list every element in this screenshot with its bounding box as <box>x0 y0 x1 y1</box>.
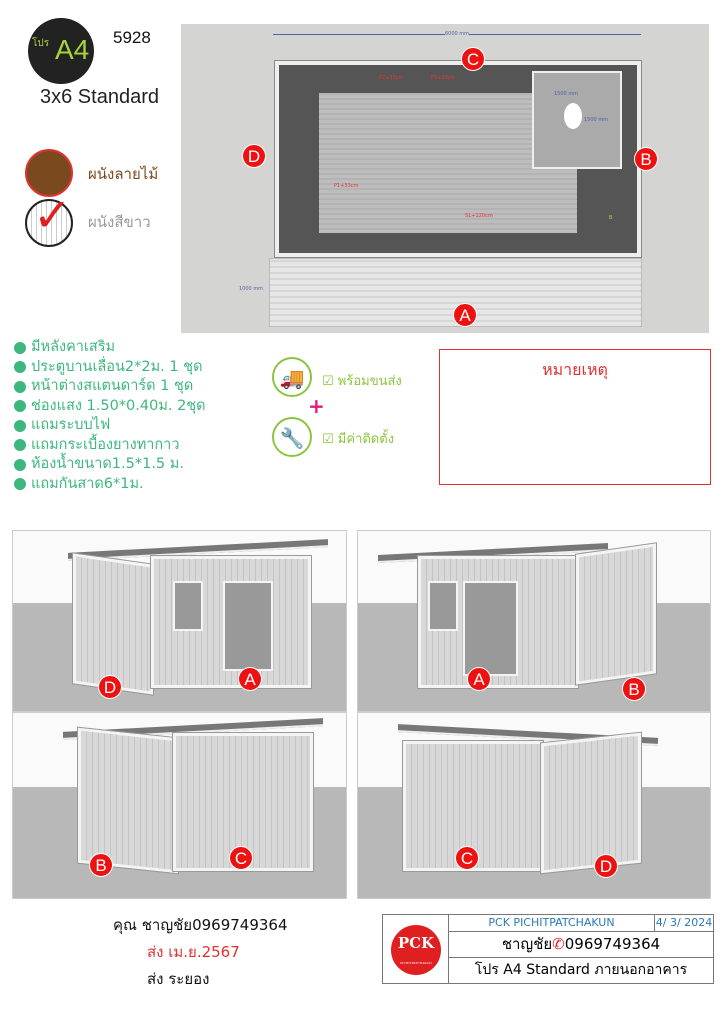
point-p2: P2+33cm <box>379 75 404 81</box>
contact-row: ชาญชัย✆0969749364 <box>449 932 713 958</box>
width-dimension: 6000 mm <box>273 31 641 41</box>
contact-phone: 0969749364 <box>564 935 661 953</box>
install-service: ☑ มีค่าติดตั้ง <box>322 432 395 447</box>
wood-wall-swatch <box>25 149 73 197</box>
delivery-label: พร้อมขนส่ง <box>337 374 402 389</box>
point-b: B <box>609 215 613 221</box>
view-marker: B <box>622 677 646 701</box>
white-wall-swatch <box>25 199 73 247</box>
plus-icon: + <box>308 394 325 418</box>
view-marker: A <box>238 667 262 691</box>
contact-name: ชาญชัย <box>501 935 553 953</box>
view-marker: B <box>89 853 113 877</box>
delivery-location: ส่ง ระยอง <box>147 970 210 988</box>
phone-icon: ✆ <box>552 935 565 953</box>
logo-subtext: PICHITPATCHAKUN <box>400 961 432 965</box>
view-front-left: D A <box>12 530 347 712</box>
company-name: PCK PICHITPATCHAKUN <box>449 915 655 931</box>
view-marker: A <box>467 667 491 691</box>
feature-item: หน้าต่างสแตนดาร์ด 1 ชุด <box>14 377 206 397</box>
promo-name: A4 <box>55 34 90 65</box>
doc-date: 4/ 3/ 2024 <box>655 916 713 929</box>
view-rear-right: C D <box>357 712 711 899</box>
point-p1: P1+33cm <box>334 183 359 189</box>
model-title: 3x6 Standard <box>40 86 159 108</box>
feature-item: ช่องแสง 1.50*0.40ม. 2ชุด <box>14 397 206 417</box>
feature-item: แถมกันสาด6*1ม. <box>14 475 206 495</box>
delivery-date: ส่ง เม.ย.2567 <box>147 943 240 961</box>
remarks-title: หมายเหตุ <box>542 360 608 379</box>
feature-item: ห้องน้ำขนาด1.5*1.5 ม. <box>14 455 206 475</box>
view-marker: C <box>229 846 253 870</box>
white-wall-label: ผนังสีขาว <box>88 213 151 231</box>
side-marker-c: C <box>461 47 485 71</box>
view-rear-left: B C <box>12 712 347 899</box>
delivery-service: ☑ พร้อมขนส่ง <box>322 374 402 389</box>
point-s1: S1+120cm <box>465 213 493 219</box>
side-marker-a: A <box>453 303 477 327</box>
point-p3: P3+33cm <box>431 75 456 81</box>
feature-item: มีหลังคาเสริม <box>14 338 206 358</box>
feature-item: แถมกระเบื้องยางทากาว <box>14 436 206 456</box>
truck-icon: 🚚 <box>272 357 312 397</box>
install-label: มีค่าติดตั้ง <box>337 432 395 447</box>
deck-dimension: 1000 mm <box>239 286 264 292</box>
view-marker: D <box>98 675 122 699</box>
room-interior: 1500 mm 1500 mm P2+33cm P3+33cm P1+33cm … <box>274 60 642 258</box>
floor-plan: 6000 mm 1500 mm 1500 mm P2+33cm P3+33cm … <box>181 24 709 333</box>
remarks-box: หมายเหตุ <box>439 349 711 485</box>
wood-wall-label: ผนังลายไม้ <box>88 165 159 183</box>
product-code: 5928 <box>113 28 151 47</box>
feature-item: แถมระบบไฟ <box>14 416 206 436</box>
feature-item: ประตูบานเลื่อน2*2ม. 1 ชุด <box>14 358 206 378</box>
company-logo: PCK PICHITPATCHAKUN <box>383 915 449 983</box>
side-marker-d: D <box>242 144 266 168</box>
toilet-icon <box>564 103 582 129</box>
title-block: PCK PICHITPATCHAKUN PCK PICHITPATCHAKUN 4… <box>382 914 714 984</box>
drill-icon: 🔧 <box>272 417 312 457</box>
bath-dim-h: 1500 mm <box>584 117 609 123</box>
checkmark-icon: ✓ <box>33 188 72 242</box>
side-marker-b: B <box>634 147 658 171</box>
bath-dim-v: 1500 mm <box>554 91 579 97</box>
description: โปร A4 Standard ภายนอกอาคาร <box>474 962 688 978</box>
view-front-right: A B <box>357 530 711 712</box>
logo-text: PCK <box>397 934 435 952</box>
feature-list: มีหลังคาเสริม ประตูบานเลื่อน2*2ม. 1 ชุด … <box>14 338 206 494</box>
bathroom: 1500 mm 1500 mm <box>532 71 622 169</box>
promo-prefix: โปร <box>32 38 50 49</box>
promo-badge: โปร A4 <box>28 18 94 84</box>
view-marker: D <box>594 854 618 878</box>
view-marker: C <box>455 846 479 870</box>
customer-name: คุณ ชาญชัย0969749364 <box>113 916 288 934</box>
